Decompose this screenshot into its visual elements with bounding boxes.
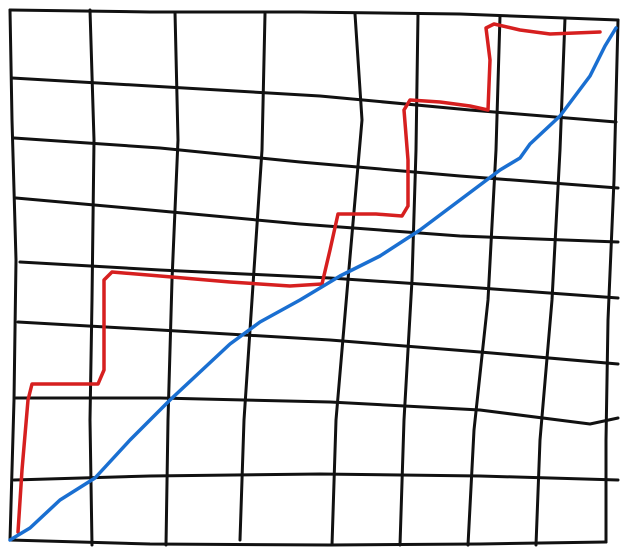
grid-horizontal-line-0 — [8, 8, 620, 22]
grid-vertical-line-1 — [88, 8, 96, 547]
grid-horizontal-line-2 — [12, 136, 620, 190]
grid-vertical-line-3 — [238, 12, 267, 542]
staircase-layer — [16, 22, 602, 534]
grid-horizontal-line-6 — [14, 396, 620, 426]
grid-vertical-line-8 — [604, 18, 620, 544]
grid-vertical-line-5 — [398, 12, 420, 547]
grid-lines — [8, 8, 620, 547]
grid-vertical-line-6 — [466, 14, 502, 547]
red-staircase-path — [16, 22, 602, 534]
diagonal-layer — [8, 26, 618, 542]
grid-vertical-line-2 — [164, 10, 180, 547]
grid-horizontal-line-3 — [14, 196, 620, 244]
grid-vertical-line-0 — [8, 8, 18, 542]
blue-diagonal-path — [8, 26, 618, 542]
grid-horizontal-line-7 — [12, 472, 620, 482]
grid-vertical-line-7 — [534, 16, 567, 547]
grid-horizontal-line-1 — [10, 76, 618, 124]
grid-horizontal-line-5 — [16, 320, 620, 366]
grid-horizontal-line-8 — [8, 538, 608, 547]
grid-horizontal-line-4 — [18, 260, 620, 300]
